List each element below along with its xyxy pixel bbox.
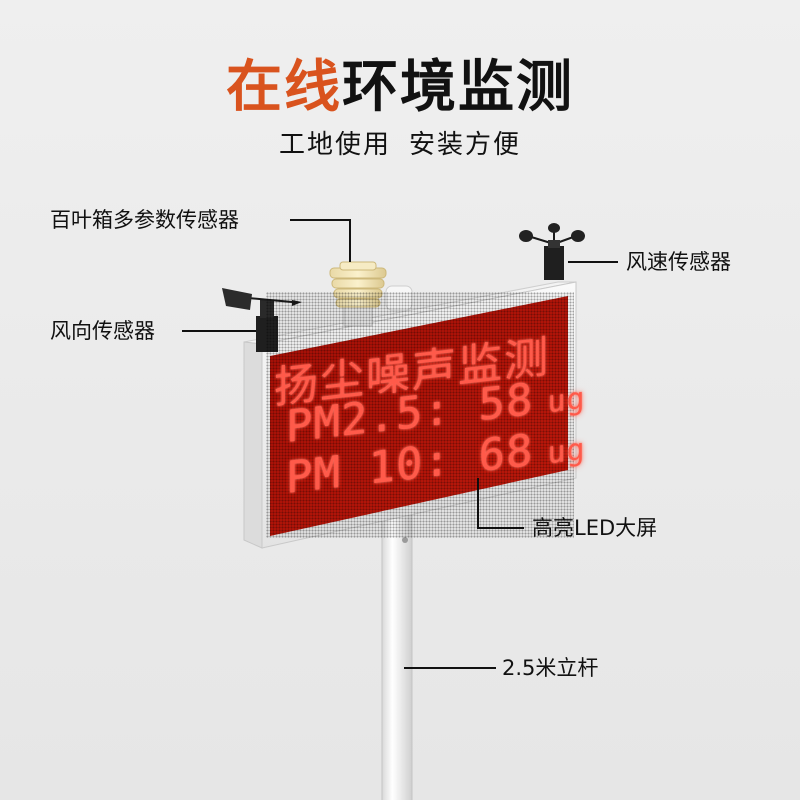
title-rest: 环境监测 [342, 55, 574, 120]
pm25-unit: ug [547, 380, 586, 421]
pm10-unit: ug [547, 431, 586, 472]
label-pole: 2.5米立杆 [502, 656, 599, 680]
wind-direction-sensor [222, 288, 302, 352]
led-screen-box [243, 281, 577, 549]
subtitle-part1: 工地使用 [278, 130, 391, 160]
title-accent: 在线 [226, 55, 342, 120]
pm10-value: 68 [478, 424, 534, 483]
callout-louver [290, 219, 351, 262]
callout-led [477, 478, 524, 529]
page-subtitle: 工地使用安装方便 [0, 128, 800, 162]
louver-sensor [329, 261, 413, 327]
pm25-value: 58 [478, 373, 534, 432]
label-led-screen: 高亮LED大屏 [532, 516, 658, 540]
label-wind-speed-sensor: 风速传感器 [626, 250, 731, 274]
subtitle-part2: 安装方便 [409, 130, 522, 160]
pole [381, 479, 413, 800]
label-louver-sensor: 百叶箱多参数传感器 [50, 208, 239, 232]
page-title: 在线环境监测 [0, 56, 800, 120]
label-wind-direction-sensor: 风向传感器 [50, 319, 155, 343]
wind-speed-sensor [519, 223, 585, 280]
callout-lines [182, 219, 618, 669]
